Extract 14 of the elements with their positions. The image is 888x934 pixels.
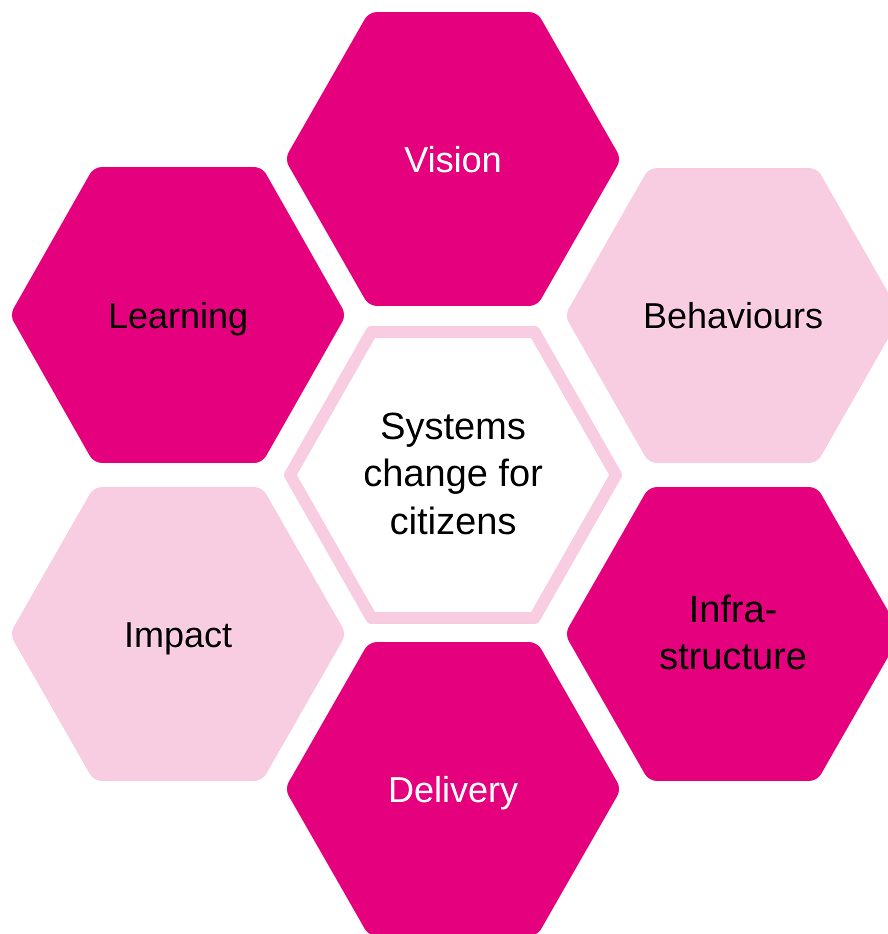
hexagon-tile [10,165,346,465]
hexagon-tile [285,640,621,934]
tile-label: Impact [124,612,232,656]
hexagon-tile [565,166,888,465]
tile-label: Learning [108,294,248,338]
hexagon-tile [285,10,621,308]
tile-label: Vision [404,138,502,182]
hexagon-tile [565,485,888,783]
tile-label: Infra- structure [658,588,808,680]
hexagon-tile [282,324,624,626]
tile-label: Delivery [388,768,518,812]
hexagon-tile [10,485,346,783]
tile-label: Systems change for citizens [362,404,544,545]
tile-label: Behaviours [642,294,824,338]
